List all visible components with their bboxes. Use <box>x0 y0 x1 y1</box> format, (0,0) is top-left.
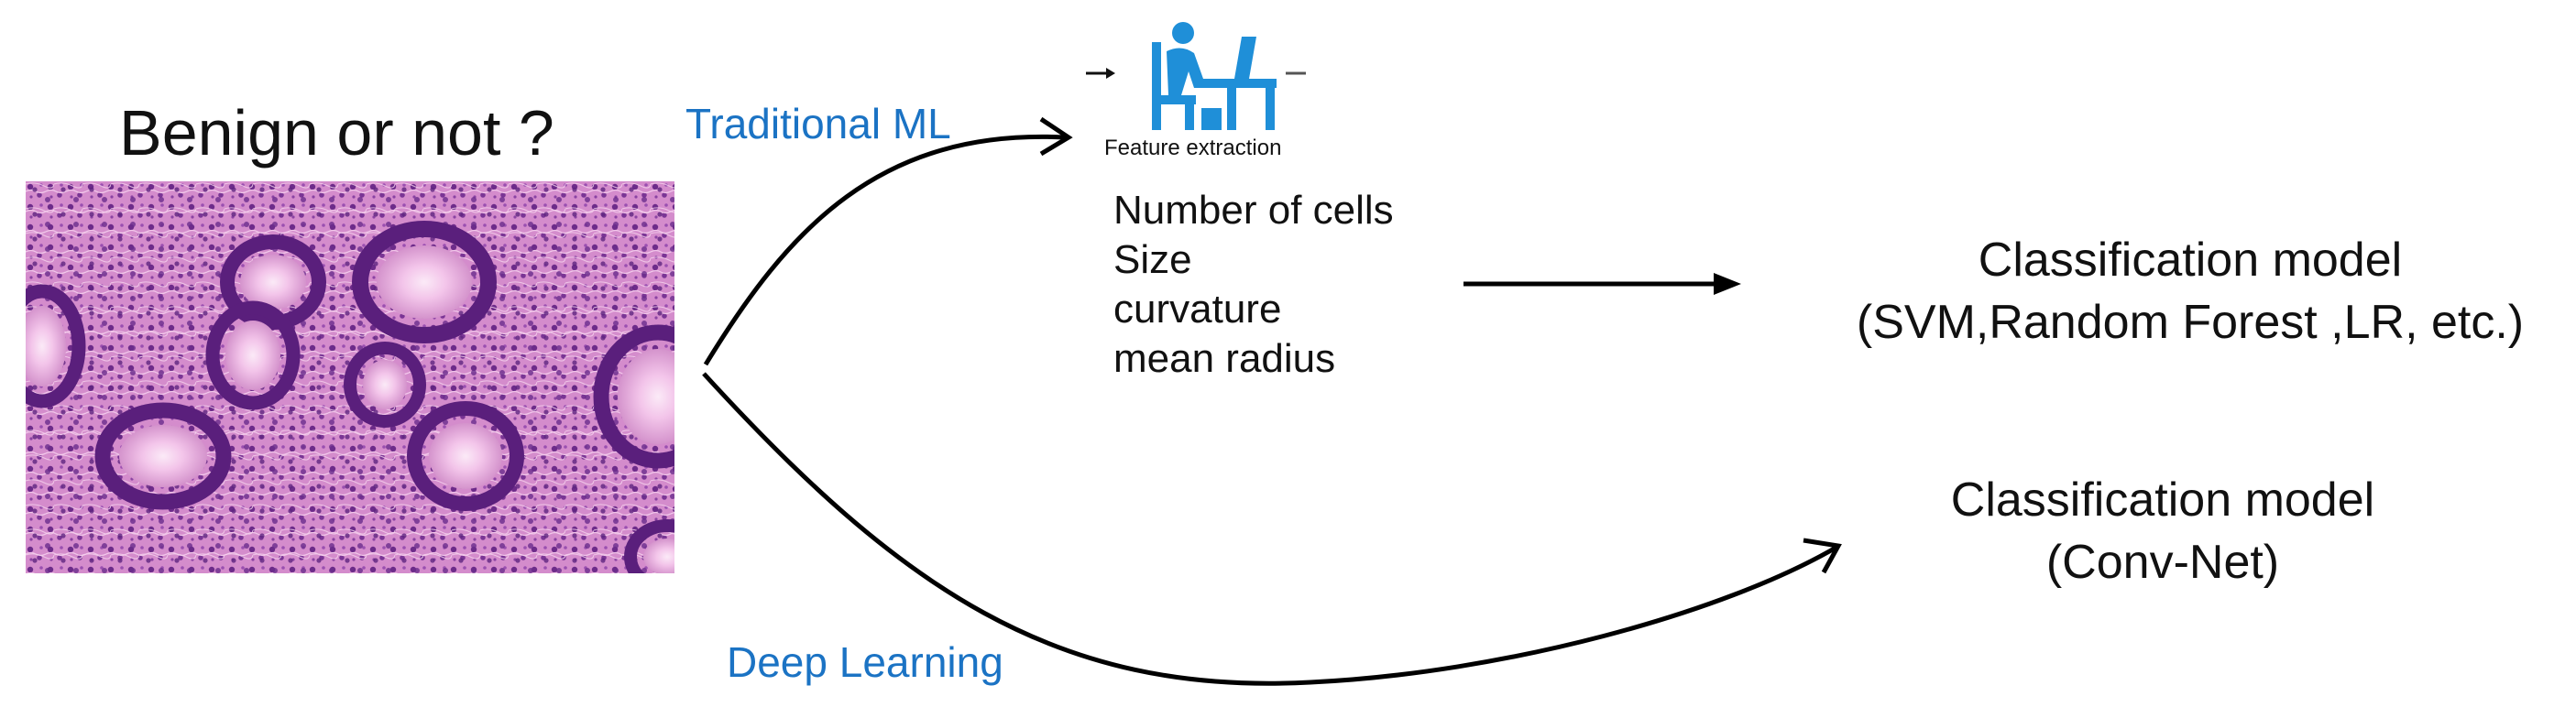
feature-item: Number of cells <box>1113 188 1394 233</box>
feature-item: mean radius <box>1113 336 1336 381</box>
model-ml-title: Classification model <box>1978 234 2403 287</box>
feature-extraction-caption: Feature extraction <box>1104 136 1282 160</box>
deep-learning-label: Deep Learning <box>727 638 1003 686</box>
feature-list: Number of cells Size curvature mean radi… <box>1113 186 1394 384</box>
traditional-ml-arrow <box>703 134 1066 366</box>
feature-item: Size <box>1113 237 1192 282</box>
classification-model-ml: Classification model (SVM,Random Forest … <box>1810 229 2571 354</box>
feature-extraction-icon <box>1086 16 1315 154</box>
feature-item: curvature <box>1113 287 1282 332</box>
deep-learning-arrowhead <box>1803 538 1842 574</box>
model-dl-subtitle: (Conv-Net) <box>2045 536 2280 589</box>
traditional-ml-arrowhead <box>1039 116 1073 157</box>
classification-model-dl: Classification model (Conv-Net) <box>1860 469 2465 593</box>
traditional-ml-label: Traditional ML <box>685 100 951 147</box>
model-dl-title: Classification model <box>1950 473 2375 527</box>
page-title: Benign or not ? <box>119 97 554 169</box>
deep-learning-arrow <box>702 372 1839 686</box>
model-ml-subtitle: (SVM,Random Forest ,LR, etc.) <box>1856 296 2525 349</box>
features-to-model-arrowhead <box>1714 273 1741 295</box>
histology-image <box>26 181 674 573</box>
